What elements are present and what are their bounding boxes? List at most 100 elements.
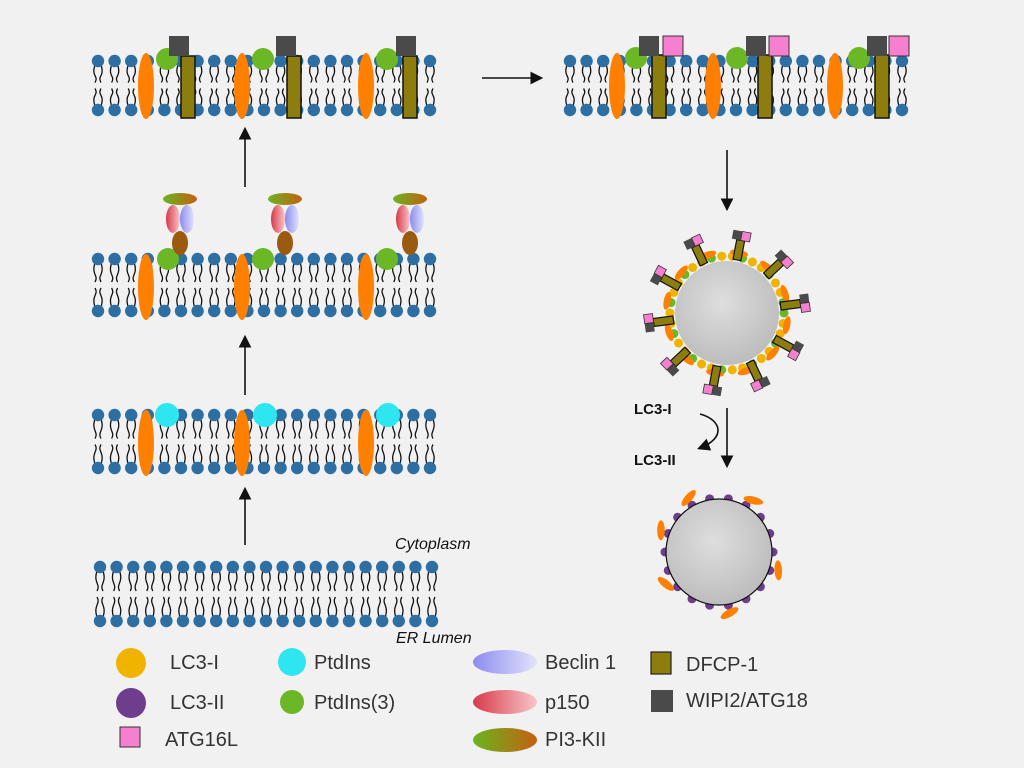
lipid-head	[423, 408, 437, 422]
dfcp1-complex	[649, 264, 683, 292]
phagophore-vesicle	[675, 261, 779, 365]
lipid-head	[160, 614, 173, 628]
lipid	[324, 408, 337, 475]
legend-p150-symbol	[473, 690, 537, 714]
lipid-head	[779, 54, 792, 68]
lipid-head	[423, 461, 437, 475]
ptdins-lipid	[155, 403, 179, 427]
lipid-head	[243, 614, 256, 628]
lipid	[293, 560, 306, 628]
lipid-head	[110, 614, 123, 628]
transmembrane-protein	[657, 577, 675, 591]
lipid	[193, 560, 206, 628]
wipi2-protein	[396, 36, 416, 56]
lipid	[324, 252, 337, 318]
wipi2-protein	[799, 293, 810, 304]
lipid-head	[257, 461, 271, 475]
lipid	[274, 252, 287, 318]
lc3-i-protein	[688, 263, 698, 273]
lipid	[274, 408, 287, 475]
lipid-head	[108, 252, 121, 266]
lc3-i-protein	[756, 353, 766, 363]
atg16l-protein	[740, 230, 752, 243]
lipid-head	[390, 103, 403, 117]
lipid-head	[342, 560, 356, 574]
lc3-i-conversion-label: LC3-I	[634, 401, 672, 418]
lipid	[580, 54, 593, 117]
lipid-head	[191, 408, 204, 422]
lipid-head	[191, 304, 204, 318]
transmembrane-protein	[743, 496, 764, 505]
vesicles	[643, 229, 811, 620]
wipi2-protein	[711, 385, 723, 397]
lipid-head	[210, 614, 223, 628]
lipid	[796, 54, 809, 117]
dfcp1-protein	[651, 54, 667, 119]
dfcp1-protein	[180, 55, 196, 119]
lipid-head	[226, 614, 239, 628]
lc3-i-protein	[665, 308, 675, 318]
lipid-head	[407, 252, 420, 266]
legend-dfcp1: DFCP-1	[686, 654, 759, 676]
transmembrane-protein	[782, 316, 791, 334]
lipid-head	[696, 54, 709, 68]
lipid-head	[746, 103, 759, 117]
lipid	[342, 560, 356, 628]
lipid	[243, 560, 256, 628]
lipid-head	[191, 252, 204, 266]
transmembrane-protein	[138, 53, 154, 119]
lipid-head	[340, 252, 354, 266]
wipi2-protein	[683, 237, 696, 250]
lc3-i-protein	[674, 338, 684, 348]
dfcp1-protein	[652, 315, 675, 328]
lipid-head	[390, 461, 403, 475]
arrows	[238, 71, 734, 545]
lipid	[324, 54, 337, 117]
dfcp1-complex	[731, 229, 752, 262]
lipid-head	[376, 614, 389, 628]
ptdins3-lipid	[376, 48, 398, 70]
lipid	[108, 408, 121, 475]
lipid-head	[779, 103, 792, 117]
lipid-head	[193, 560, 206, 574]
lipid	[226, 560, 239, 628]
lipid-head	[307, 461, 320, 475]
ptdins3-lipid	[848, 47, 870, 69]
lipid	[125, 252, 138, 318]
lipid-head	[392, 560, 405, 574]
lipid-head	[224, 252, 237, 266]
lipid-head	[846, 103, 859, 117]
p150-protein	[396, 205, 410, 233]
lipid-head	[423, 103, 437, 117]
ptdins-lipid	[253, 403, 277, 427]
p150-protein	[271, 205, 285, 233]
lipid-head	[324, 103, 337, 117]
lipid	[127, 560, 140, 628]
legend-lc3-ii-symbol	[116, 688, 146, 718]
transmembrane-protein	[234, 53, 250, 119]
legend-ptdins: PtdIns	[314, 652, 371, 674]
wipi2-protein	[731, 229, 743, 241]
lipid	[160, 560, 173, 628]
lipid-head	[158, 461, 171, 475]
dfcp1-complex	[762, 249, 795, 280]
lipid-head	[224, 461, 237, 475]
lipid-head	[125, 54, 138, 68]
lipid-head	[291, 252, 304, 266]
legend-beclin1-symbol	[473, 650, 537, 674]
lipid-head	[108, 461, 121, 475]
lipid-head	[191, 461, 204, 475]
legend-symbols	[119, 650, 673, 752]
wipi2-protein	[276, 36, 296, 56]
lipid	[108, 54, 121, 117]
ptdins3-lipid	[252, 48, 274, 70]
lc3-i-protein	[747, 257, 757, 267]
lipid-head	[390, 304, 403, 318]
lipid-head	[307, 304, 320, 318]
lipid-head	[812, 103, 826, 117]
atg16l-protein	[653, 264, 667, 279]
lipid	[425, 560, 439, 628]
lipid-head	[174, 461, 188, 475]
lipid	[110, 560, 123, 628]
autophagosome-vesicle	[665, 498, 773, 606]
